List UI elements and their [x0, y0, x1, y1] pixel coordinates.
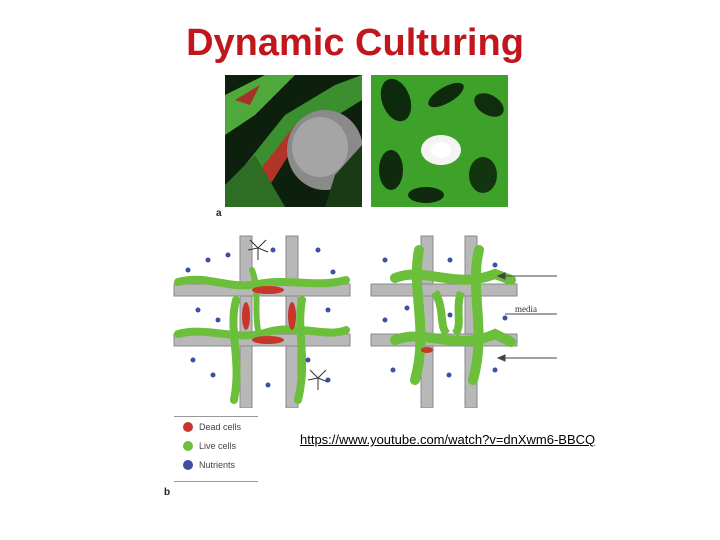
legend: Dead cells Live cells Nutrients [174, 416, 258, 482]
legend-label: Live cells [199, 440, 237, 451]
legend-label: Dead cells [199, 421, 242, 432]
static-culture-schematic [168, 230, 354, 409]
legend-label: Nutrients [199, 459, 236, 470]
legend-item-live-cells: Live cells [174, 436, 258, 455]
panel-b-label: b [164, 487, 171, 498]
microscopy-image-static [225, 75, 362, 207]
live-cells-dot-icon [183, 440, 193, 451]
microscopy-image-dynamic [371, 75, 508, 207]
dead-cells-dot-icon [183, 421, 193, 432]
media-label: media [515, 304, 537, 314]
nutrients-dot-icon [183, 459, 193, 470]
panel-a-label: a [216, 208, 222, 219]
legend-item-dead-cells: Dead cells [174, 417, 258, 436]
legend-item-nutrients: Nutrients [174, 455, 258, 474]
slide-title: Dynamic Culturing [186, 22, 524, 64]
youtube-link[interactable]: https://www.youtube.com/watch?v=dnXwm6-B… [300, 432, 596, 447]
dynamic-culture-schematic: media [365, 230, 565, 409]
